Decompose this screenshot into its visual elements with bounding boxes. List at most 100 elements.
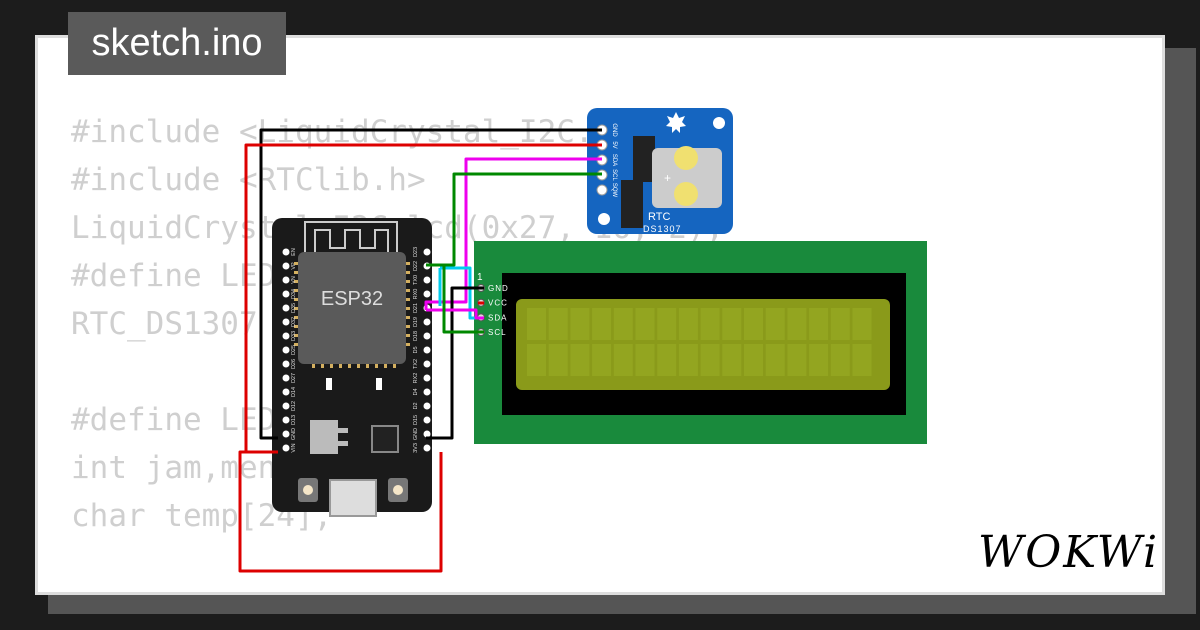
esp32-pin-label: TX0 (413, 275, 419, 285)
mount-hole (598, 213, 610, 225)
esp32-left-pins: ENVPVND34D35D32D33D25D26D27D14D12D13GNDV… (282, 248, 297, 453)
wire-vin-loop (238, 450, 443, 573)
rtc-pin-label: SQW (611, 183, 617, 198)
esp32-pin-hole[interactable] (282, 444, 290, 452)
esp32-pin-hole[interactable] (423, 402, 431, 410)
esp32-pin-label: D22 (413, 261, 419, 271)
esp32-pin-label: D23 (413, 247, 419, 257)
esp32-pin-hole[interactable] (423, 318, 431, 326)
esp32-pin-hole[interactable] (282, 430, 290, 438)
esp32-pin-hole[interactable] (423, 388, 431, 396)
esp32-pin-label: D14 (291, 387, 297, 397)
esp32-pin-label: D27 (291, 373, 297, 383)
rtc-pin-label: SCL (611, 169, 617, 181)
lcd-pin-label: GND (488, 284, 509, 293)
chip-leads (294, 262, 410, 368)
esp32-pin-hole[interactable] (282, 332, 290, 340)
wokwi-logo: WOKWi (978, 527, 1160, 578)
esp32-pin-hole[interactable] (282, 304, 290, 312)
esp32-pin-hole[interactable] (282, 318, 290, 326)
esp32-pin-label: VP (291, 262, 297, 270)
esp32-pin-hole[interactable] (423, 290, 431, 298)
esp32-pin-label: GND (291, 428, 297, 440)
svg-text:+: + (664, 171, 671, 185)
usb-port-icon (329, 479, 377, 517)
esp32-pin-hole[interactable] (423, 360, 431, 368)
usb-chip-icon (371, 425, 399, 453)
rtc-pin-hole[interactable] (596, 184, 608, 196)
esp32-pin-label: RX0 (413, 289, 419, 300)
antenna-icon (314, 229, 389, 252)
code-line: RTC_DS1307 (71, 306, 258, 342)
rtc-model-label: DS1307 (643, 224, 682, 234)
esp32-pin-label: D18 (413, 331, 419, 341)
wires (238, 128, 602, 573)
esp32-pin-label: 3V3 (413, 443, 419, 453)
esp32-pin-label: EN (291, 248, 297, 256)
esp32-pin-hole[interactable] (282, 388, 290, 396)
esp32-pin-label: D5 (413, 346, 419, 353)
esp32-chip (298, 252, 406, 364)
lcd-pin-label: SCL (488, 328, 507, 337)
esp32-pin-label: D4 (413, 388, 419, 395)
component-mark (326, 378, 332, 390)
esp32-pin-hole[interactable] (282, 276, 290, 284)
esp32-pin-label: D21 (413, 303, 419, 313)
regulator-icon (310, 420, 338, 454)
code-line: #define LED (71, 258, 277, 294)
lcd-1602[interactable]: 1 GND VCC SDA SCL (474, 241, 927, 444)
esp32-board[interactable]: ESP32 ENVPVND34D35D32D33D25D26D27D14D12D… (272, 218, 432, 517)
esp32-pin-label: D13 (291, 415, 297, 425)
esp32-pin-hole[interactable] (423, 374, 431, 382)
esp32-pin-hole[interactable] (423, 444, 431, 452)
esp32-pin-hole[interactable] (282, 262, 290, 270)
esp32-pin-label: D2 (413, 402, 419, 409)
rtc-chip (633, 136, 655, 182)
lcd-character-grid (527, 308, 872, 376)
lcd-pin-label: VCC (488, 299, 508, 308)
file-title: sketch.ino (68, 12, 286, 75)
esp32-pin-hole[interactable] (282, 416, 290, 424)
esp32-pin-label: D26 (291, 359, 297, 369)
esp32-pin-hole[interactable] (423, 430, 431, 438)
esp32-pin-label: D12 (291, 401, 297, 411)
rtc-pin-label: SDA (611, 154, 617, 166)
rtc-pin-label: GND (611, 123, 617, 137)
rtc-module[interactable]: + RTC DS1307 GND 5V SDA SCL SQW (587, 108, 733, 234)
esp32-pin-label: D25 (291, 345, 297, 355)
mount-hole (713, 117, 725, 129)
esp32-pin-hole[interactable] (282, 360, 290, 368)
esp32-pin-label: D32 (291, 317, 297, 327)
esp32-pin-label: D19 (413, 317, 419, 327)
esp32-pin-hole[interactable] (282, 374, 290, 382)
component-mark (376, 378, 382, 390)
wire-sda-rtc (424, 157, 602, 310)
code-line: #define LED (71, 402, 277, 438)
esp32-pin-hole[interactable] (282, 402, 290, 410)
crystal (621, 180, 643, 228)
wire-gnd-rtc (259, 128, 602, 440)
rtc-label: RTC (648, 211, 670, 223)
esp32-chip-label: ESP32 (321, 288, 383, 310)
esp32-pin-label: GND (413, 428, 419, 440)
esp32-pin-hole[interactable] (423, 276, 431, 284)
esp32-pin-label: D34 (291, 289, 297, 299)
esp32-pin-hole[interactable] (282, 290, 290, 298)
esp32-pin-label: VN (291, 276, 297, 284)
lcd-pin-label: SDA (488, 313, 507, 322)
wire-gnd-lcd (426, 286, 484, 440)
esp32-pin-label: D33 (291, 331, 297, 341)
esp32-pin-label: RX2 (413, 373, 419, 384)
esp32-pin-hole[interactable] (423, 332, 431, 340)
esp32-pin-hole[interactable] (423, 346, 431, 354)
esp32-pin-label: TX2 (413, 359, 419, 369)
lcd-pin1-marker: 1 (477, 272, 483, 283)
esp32-pin-hole[interactable] (423, 248, 431, 256)
esp32-pin-hole[interactable] (423, 416, 431, 424)
rtc-pin-label: 5V (611, 141, 617, 148)
esp32-pin-hole[interactable] (282, 346, 290, 354)
esp32-pin-hole[interactable] (282, 248, 290, 256)
code-line: #include <RTClib.h> (71, 162, 426, 198)
esp32-pin-label: VIN (291, 443, 297, 452)
